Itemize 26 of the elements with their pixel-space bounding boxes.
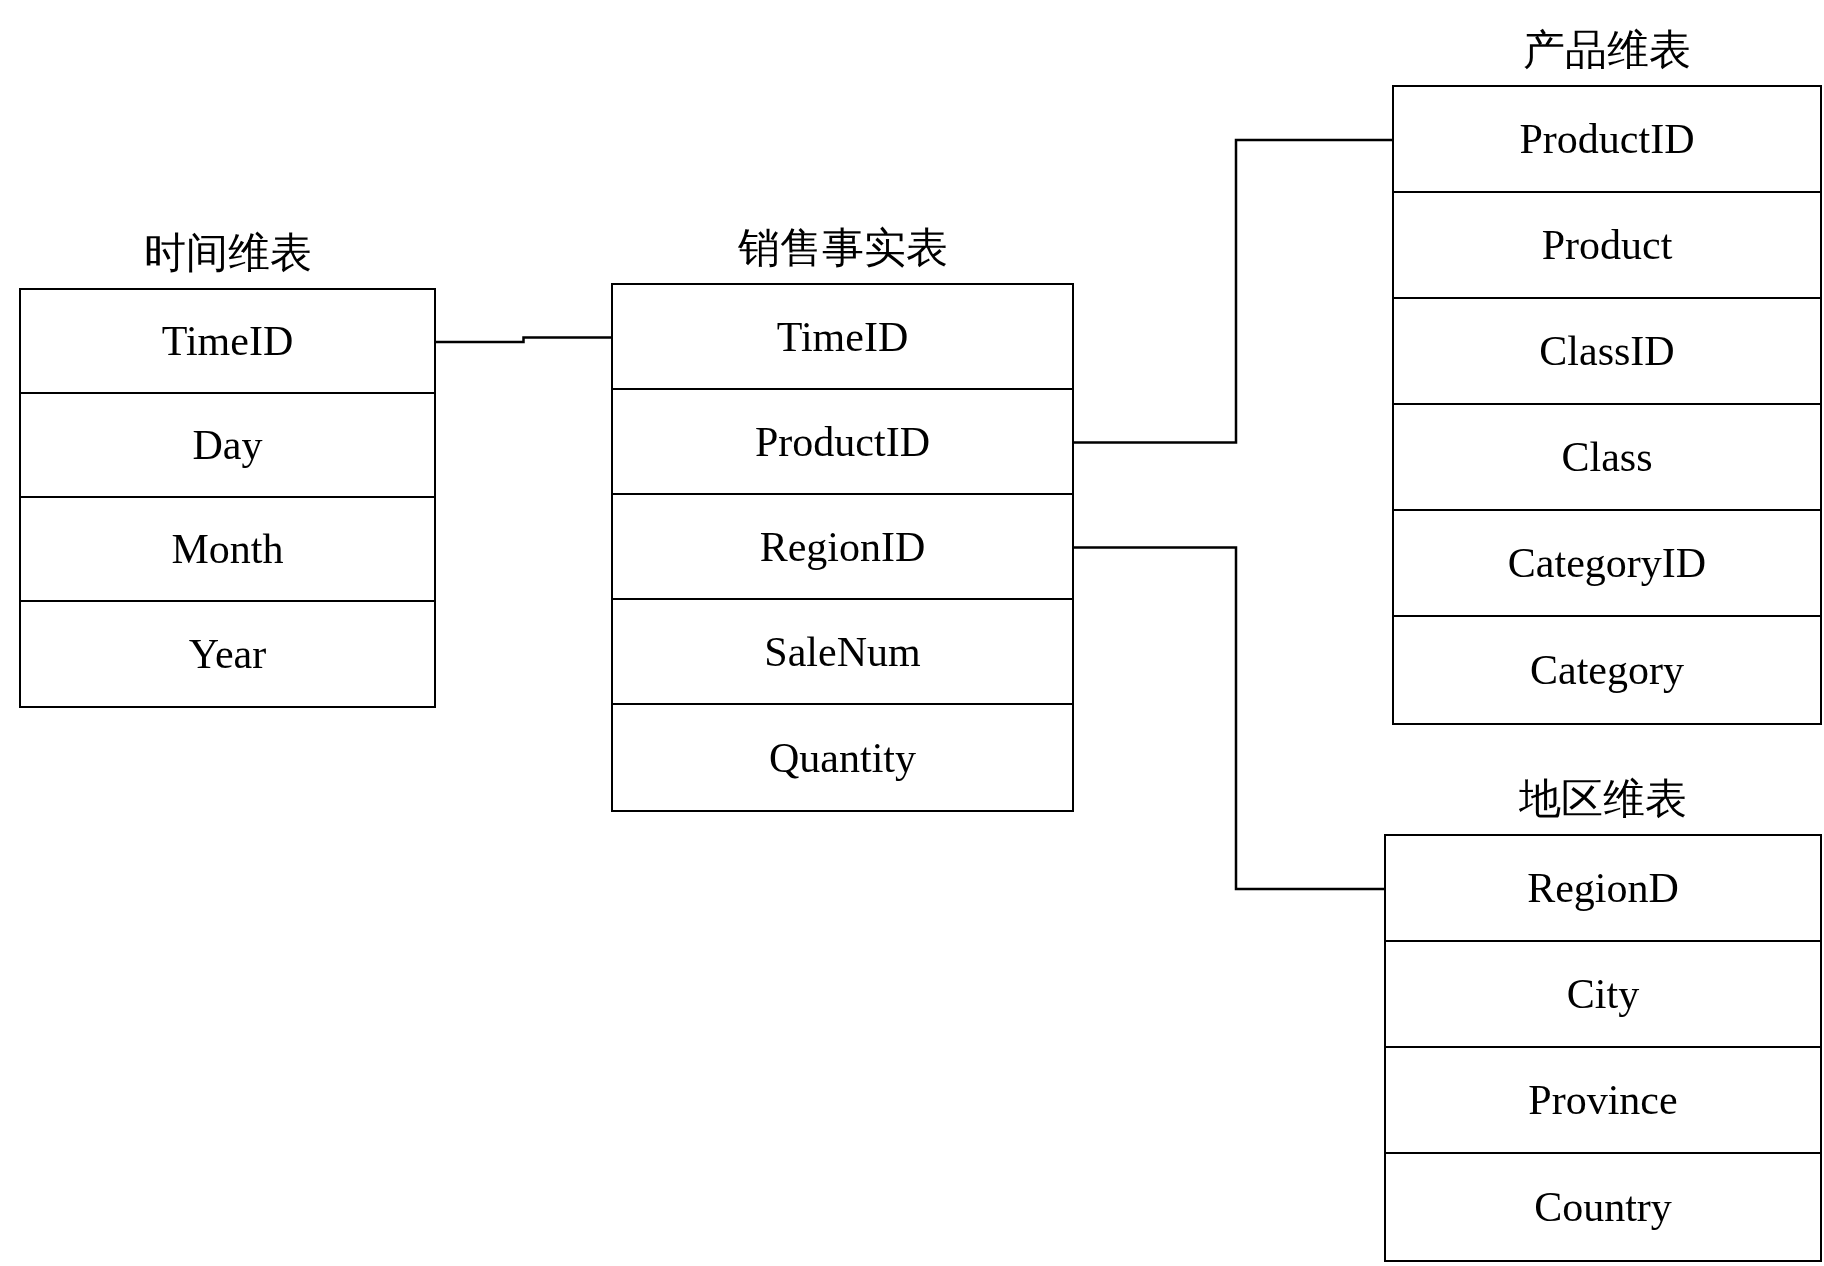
table-title: 产品维表 [1523,26,1691,75]
connector-line [434,336,613,344]
table-row: ClassID [1394,299,1820,405]
table-row: Quantity [613,705,1072,810]
table-row: Day [21,394,434,498]
table-row: Product [1394,193,1820,299]
connector-line [1072,546,1386,891]
table-title: 销售事实表 [737,224,948,273]
table-row: SaleNum [613,600,1072,705]
table-row: RegionID [613,495,1072,600]
table-row: ProductID [613,390,1072,495]
table-row: RegionD [1386,836,1820,942]
table-row: City [1386,942,1820,1048]
table-row: TimeID [613,285,1072,390]
table-row: TimeID [21,290,434,394]
table-row: Year [21,602,434,706]
table-row: Class [1394,405,1820,511]
table-row: ProductID [1394,87,1820,193]
table-title: 地区维表 [1519,775,1687,824]
table-row: CategoryID [1394,511,1820,617]
table-row: Category [1394,617,1820,723]
table-row: Country [1386,1154,1820,1260]
table-title: 时间维表 [143,229,312,278]
connector-line [1072,138,1394,444]
table-row: Province [1386,1048,1820,1154]
table-row: Month [21,498,434,602]
